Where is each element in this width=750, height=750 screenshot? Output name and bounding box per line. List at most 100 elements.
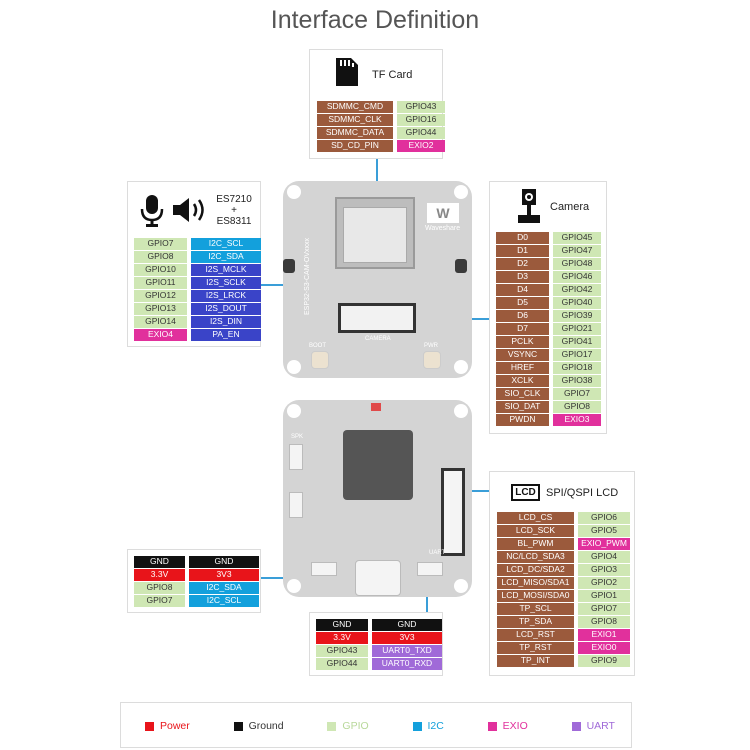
mount-hole [287, 360, 301, 374]
pin-cell: GPIO7 [553, 388, 601, 400]
camera-connector [338, 303, 416, 333]
pin-cell: GPIO44 [397, 127, 445, 139]
legend-label: EXIO [502, 720, 528, 732]
pin-cell: 3V3 [372, 632, 442, 644]
pin-cell: TP_SDA [497, 616, 574, 628]
i2c-connector [311, 562, 337, 576]
pin-cell: I2C_SCL [189, 595, 259, 607]
pin-cell: I2C_SDA [191, 251, 261, 263]
pin-cell: GND [372, 619, 442, 631]
pin-cell: NC/LCD_SDA3 [497, 551, 574, 563]
pin-cell: D7 [496, 323, 549, 335]
pin-cell: GPIO44 [316, 658, 368, 670]
pin-cell: GPIO8 [134, 582, 185, 594]
uart-port-connector-line [426, 586, 428, 612]
sd-card-icon [336, 58, 358, 86]
legend-label: I2C [427, 720, 444, 732]
pin-cell: PCLK [496, 336, 549, 348]
pin-cell: D4 [496, 284, 549, 296]
tf-card-slot-inner [343, 207, 407, 263]
pin-cell: SIO_DAT [496, 401, 549, 413]
pin-cell: TP_SCL [497, 603, 574, 615]
legend-item-i2c: I2C [412, 720, 444, 732]
pin-cell: GPIO8 [553, 401, 601, 413]
audio-label-es7210: ES7210 [216, 194, 252, 205]
pin-cell: I2S_LRCK [191, 290, 261, 302]
pin-cell: GPIO43 [316, 645, 368, 657]
pin-cell: GPIO7 [578, 603, 630, 615]
pin-cell: GPIO43 [397, 101, 445, 113]
uart-label: UART [429, 550, 446, 556]
pin-cell: I2S_MCLK [191, 264, 261, 276]
pin-cell: SDMMC_CMD [317, 101, 393, 113]
pin-cell: GPIO48 [553, 258, 601, 270]
camera-icon [518, 189, 540, 223]
pin-cell: GPIO16 [397, 114, 445, 126]
pin-cell: LCD_RST [497, 629, 574, 641]
pin-cell: GPIO10 [134, 264, 187, 276]
pin-cell: GPIO7 [134, 595, 185, 607]
legend-item-uart: UART [571, 720, 615, 732]
battery-connector [289, 492, 303, 518]
pin-cell: SDMMC_DATA [317, 127, 393, 139]
pin-cell: GPIO17 [553, 349, 601, 361]
pin-cell: BL_PWM [497, 538, 574, 550]
pin-cell: GPIO8 [578, 616, 630, 628]
legend-item-ground: Ground [233, 720, 284, 732]
pin-cell: GPIO46 [553, 271, 601, 283]
microphone-icon [140, 195, 164, 227]
spk-label: SPK [291, 434, 304, 440]
pin-cell: EXIO0 [578, 642, 630, 654]
pin-cell: GND [316, 619, 368, 631]
pin-cell: 3V3 [189, 569, 259, 581]
pin-cell: LCD_DC/SDA2 [497, 564, 574, 576]
mount-hole [287, 404, 301, 418]
pin-cell: D0 [496, 232, 549, 244]
camera-label: Camera [550, 201, 590, 213]
pin-cell: TP_RST [497, 642, 574, 654]
pin-cell: GND [189, 556, 259, 568]
pin-cell: I2S_DIN [191, 316, 261, 328]
pwr-button[interactable] [423, 351, 441, 369]
pin-cell: GPIO7 [134, 238, 187, 250]
pin-cell: GPIO40 [553, 297, 601, 309]
pin-cell: GPIO5 [578, 525, 630, 537]
pin-cell: I2S_DOUT [191, 303, 261, 315]
pin-cell: GPIO38 [553, 375, 601, 387]
pin-cell: 3.3V [316, 632, 368, 644]
pin-cell: D2 [496, 258, 549, 270]
lcd-connector-line [463, 490, 489, 492]
camera-connector-label: CAMERA [365, 336, 391, 342]
pin-cell: EXIO1 [578, 629, 630, 641]
legend-item-power: Power [145, 720, 190, 732]
status-led [371, 403, 381, 411]
pin-cell: GPIO9 [578, 655, 630, 667]
microphone-chip [455, 259, 467, 273]
pin-cell: LCD_MOSI/SDA0 [497, 590, 574, 602]
pin-cell: GPIO45 [553, 232, 601, 244]
pin-cell: LCD_SCK [497, 525, 574, 537]
pin-cell: GPIO8 [134, 251, 187, 263]
boot-button[interactable] [311, 351, 329, 369]
pin-cell: GPIO4 [578, 551, 630, 563]
lcd-icon: LCD [511, 484, 540, 501]
audio-codec-label: ES7210 + ES8311 [214, 194, 254, 227]
pin-cell: XCLK [496, 375, 549, 387]
board-top-image: W Waveshare ESP32-S3-CAM-OVxxxx CAMERA B… [283, 181, 472, 378]
pin-cell: PWDN [496, 414, 549, 426]
board-model-text: ESP32-S3-CAM-OVxxxx [304, 237, 312, 316]
legend-swatch [145, 721, 154, 731]
legend-swatch [412, 721, 422, 731]
pin-cell: GPIO2 [578, 577, 630, 589]
pin-cell: UART0_TXD [372, 645, 442, 657]
